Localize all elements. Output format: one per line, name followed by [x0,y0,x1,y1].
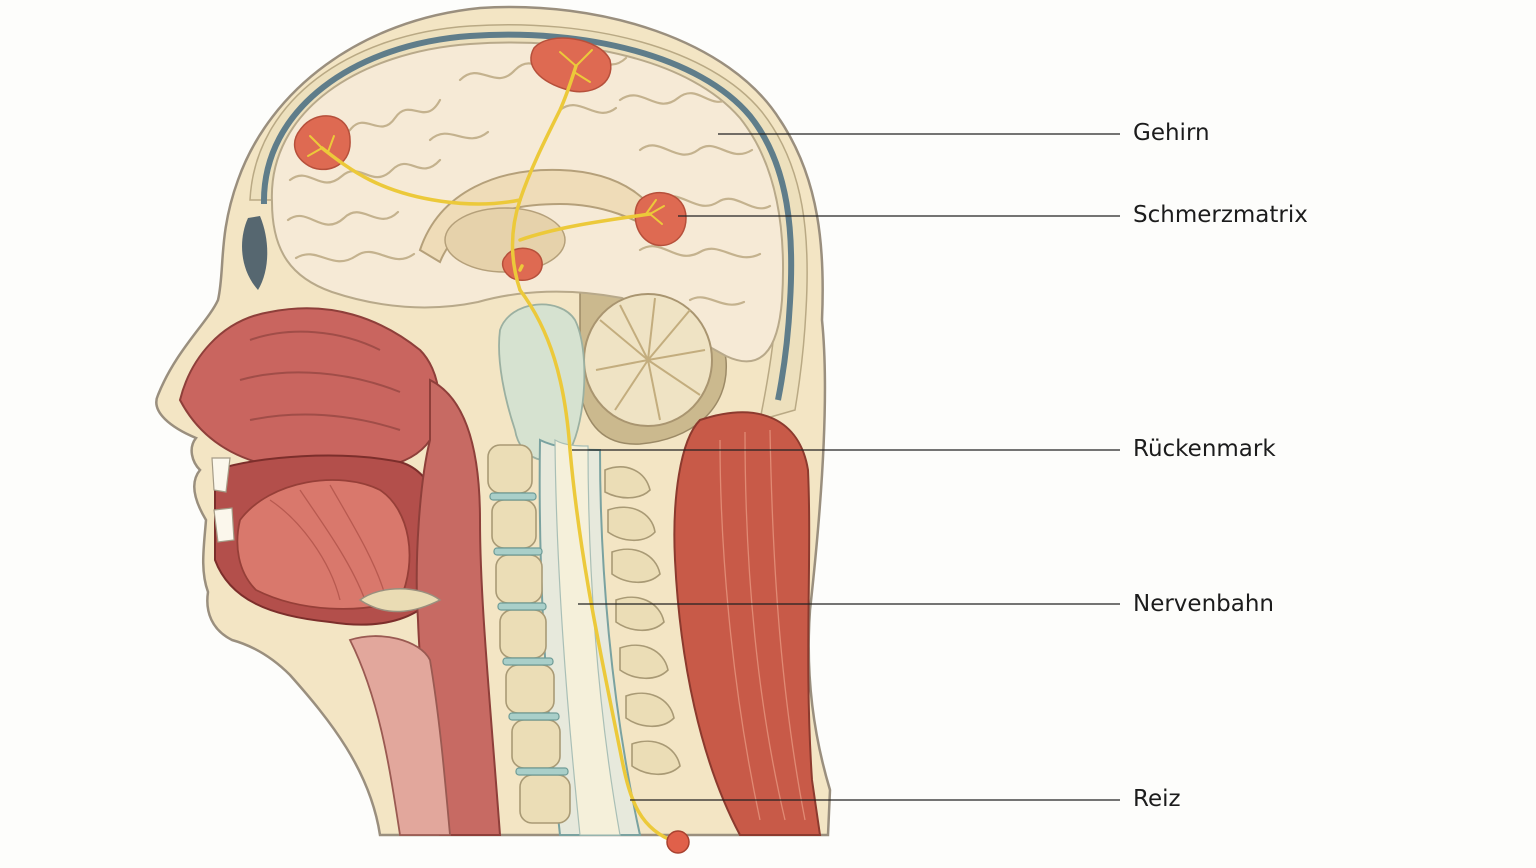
upper-teeth [211,457,231,493]
neck-muscles [673,411,822,836]
frontal-sinus [242,216,268,290]
label-spinal-cord: Rückenmark [1133,436,1276,462]
cerebellum [583,293,713,427]
dura-mater [260,31,795,401]
stimulus-dot [666,830,690,854]
leader-lines [572,133,1120,801]
trachea [348,635,451,836]
tongue-fibers [269,484,386,601]
intervertebral-discs [489,492,569,776]
nasal-conchae [239,330,401,431]
nerve-branches [307,49,665,225]
muscle-fibers [719,429,806,821]
label-stimulus: Reiz [1133,786,1181,812]
label-nerve-pathway: Nervenbahn [1133,591,1274,617]
label-brain: Gehirn [1133,120,1210,146]
lower-teeth [213,507,235,543]
nerve-pathway [320,64,678,844]
pain-area-thalamus [501,247,543,282]
pain-area-insula [634,191,687,247]
spinal-cord-tissue [554,438,621,836]
label-pain-matrix: Schmerzmatrix [1133,202,1308,228]
epiglottis [358,588,442,613]
vertebral-column-posterior [604,466,681,776]
